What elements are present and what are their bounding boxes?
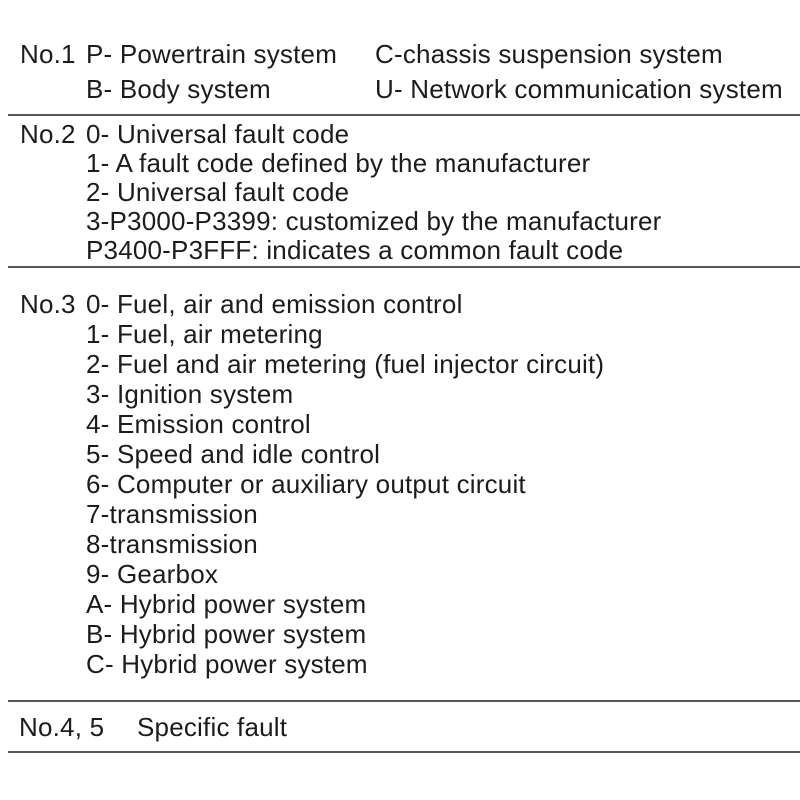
code-meaning-cell: C-chassis suspension system <box>375 39 723 69</box>
code-meaning-list: 0- Fuel, air and emission control 1- Fue… <box>86 289 604 679</box>
list-item: 9- Gearbox <box>86 559 219 589</box>
row-number-label-spacer <box>0 72 86 107</box>
list-item: 1- Fuel, air metering <box>86 319 323 349</box>
code-meaning-list: 0- Universal fault code 1- A fault code … <box>86 120 662 265</box>
divider-line <box>8 751 800 753</box>
list-item: 3-P3000-P3399: customized by the manufac… <box>86 206 662 236</box>
section-no45: No.4, 5 Specific fault <box>0 702 800 751</box>
row-number-label: No.4, 5 <box>19 712 105 742</box>
list-item: 5- Speed and idle control <box>86 439 381 469</box>
list-item: 3- Ignition system <box>86 379 294 409</box>
code-meaning-cell: B- Body system <box>86 74 271 104</box>
list-item: 2- Universal fault code <box>86 177 350 207</box>
divider-line <box>8 114 800 116</box>
list-item: C- Hybrid power system <box>86 649 368 679</box>
list-item: 8-transmission <box>86 529 258 559</box>
row-number-label: No.3 <box>20 289 76 319</box>
list-item: 1- A fault code defined by the manufactu… <box>86 148 591 178</box>
table-row: No.1 P- Powertrain system C-chassis susp… <box>0 37 723 72</box>
list-item: 4- Emission control <box>86 409 311 439</box>
fault-code-table: No.1 P- Powertrain system C-chassis susp… <box>0 37 800 753</box>
section-no2: No.2 0- Universal fault code 1- A fault … <box>0 120 800 265</box>
list-item: 2- Fuel and air metering (fuel injector … <box>86 349 605 379</box>
section-no3: No.3 0- Fuel, air and emission control 1… <box>0 289 800 679</box>
code-meaning-cell: P- Powertrain system <box>86 39 338 69</box>
section-no1: No.1 P- Powertrain system C-chassis susp… <box>0 37 800 107</box>
divider-line <box>8 266 800 268</box>
list-item: 0- Fuel, air and emission control <box>86 289 463 319</box>
list-item: B- Hybrid power system <box>86 619 367 649</box>
row-number-label: No.2 <box>20 119 76 149</box>
list-item: 6- Computer or auxiliary output circuit <box>86 469 526 499</box>
list-item: 7-transmission <box>86 499 258 529</box>
divider-line <box>8 700 800 702</box>
list-item: P3400-P3FFF: indicates a common fault co… <box>86 235 624 265</box>
code-meaning-cell: U- Network communication system <box>375 74 783 104</box>
table-row: B- Body system U- Network communication … <box>0 72 783 107</box>
list-item: A- Hybrid power system <box>86 589 367 619</box>
list-item: 0- Universal fault code <box>86 119 350 149</box>
specific-fault-label: Specific fault <box>137 712 288 742</box>
row-number-label: No.1 <box>20 39 76 69</box>
